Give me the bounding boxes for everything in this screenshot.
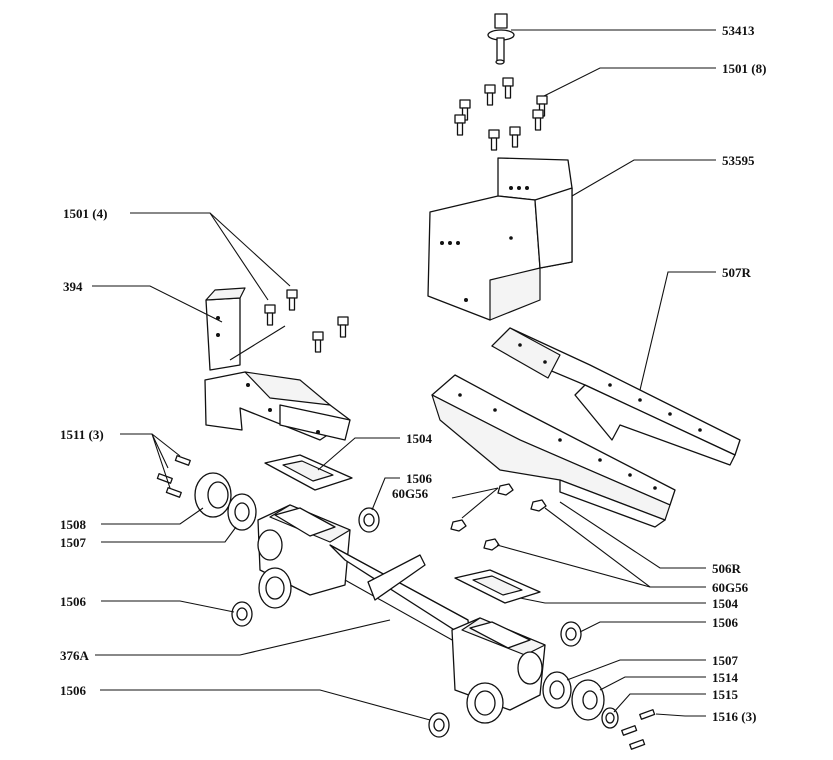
label-1506-left: 1506 xyxy=(60,594,87,609)
label-1501-8: 1501 (8) xyxy=(722,61,766,76)
label-1506-right: 1506 xyxy=(712,615,739,630)
label-1514: 1514 xyxy=(712,670,739,685)
part-1504-gasket-top xyxy=(264,454,353,491)
label-1504-right: 1504 xyxy=(712,596,739,611)
part-507R-bracket xyxy=(491,327,741,466)
part-1508-flange xyxy=(194,472,232,518)
label-1506-bottom: 1506 xyxy=(60,683,87,698)
part-1515-washer xyxy=(601,707,619,729)
label-53595: 53595 xyxy=(722,153,755,168)
label-1511-3: 1511 (3) xyxy=(60,427,104,442)
part-376A-axle-assembly xyxy=(257,504,546,724)
label-506R: 506R xyxy=(712,561,742,576)
part-1506-seal-center xyxy=(358,507,380,533)
part-60G56-nuts-a xyxy=(450,483,514,532)
part-1507-gasket-right xyxy=(542,671,572,709)
part-1514-cover xyxy=(571,679,605,721)
label-376A: 376A xyxy=(60,648,90,663)
part-53595-housing xyxy=(427,157,573,321)
part-1506-seal-bottom xyxy=(428,712,450,738)
part-1501-4-bolts xyxy=(264,289,349,353)
label-1506-center: 1506 xyxy=(406,471,433,486)
label-507R: 507R xyxy=(722,265,752,280)
label-53413: 53413 xyxy=(722,23,755,38)
leader-lines xyxy=(92,29,716,721)
part-1511-3-bolts xyxy=(156,455,191,498)
part-60G56-nuts-b xyxy=(483,499,547,551)
part-394-bracket xyxy=(204,287,351,441)
part-1507-gasket-left xyxy=(227,493,257,531)
label-1516-3: 1516 (3) xyxy=(712,709,756,724)
label-1501-4: 1501 (4) xyxy=(63,206,107,221)
label-1507-left: 1507 xyxy=(60,535,87,550)
part-53413 xyxy=(487,13,515,65)
label-60G56-b: 60G56 xyxy=(712,580,749,595)
part-1506-seal-left xyxy=(231,601,253,627)
part-1506-seal-right xyxy=(560,621,582,647)
label-394: 394 xyxy=(63,279,83,294)
part-506R-bracket xyxy=(431,374,676,528)
label-1515: 1515 xyxy=(712,687,739,702)
label-60G56-a: 60G56 xyxy=(392,486,429,501)
part-1504-gasket-right xyxy=(454,569,541,604)
label-1504-top: 1504 xyxy=(406,431,433,446)
label-1507-right: 1507 xyxy=(712,653,739,668)
label-1508: 1508 xyxy=(60,517,87,532)
part-1501-8-bolts xyxy=(454,77,548,151)
part-1516-3-bolts xyxy=(621,709,656,750)
